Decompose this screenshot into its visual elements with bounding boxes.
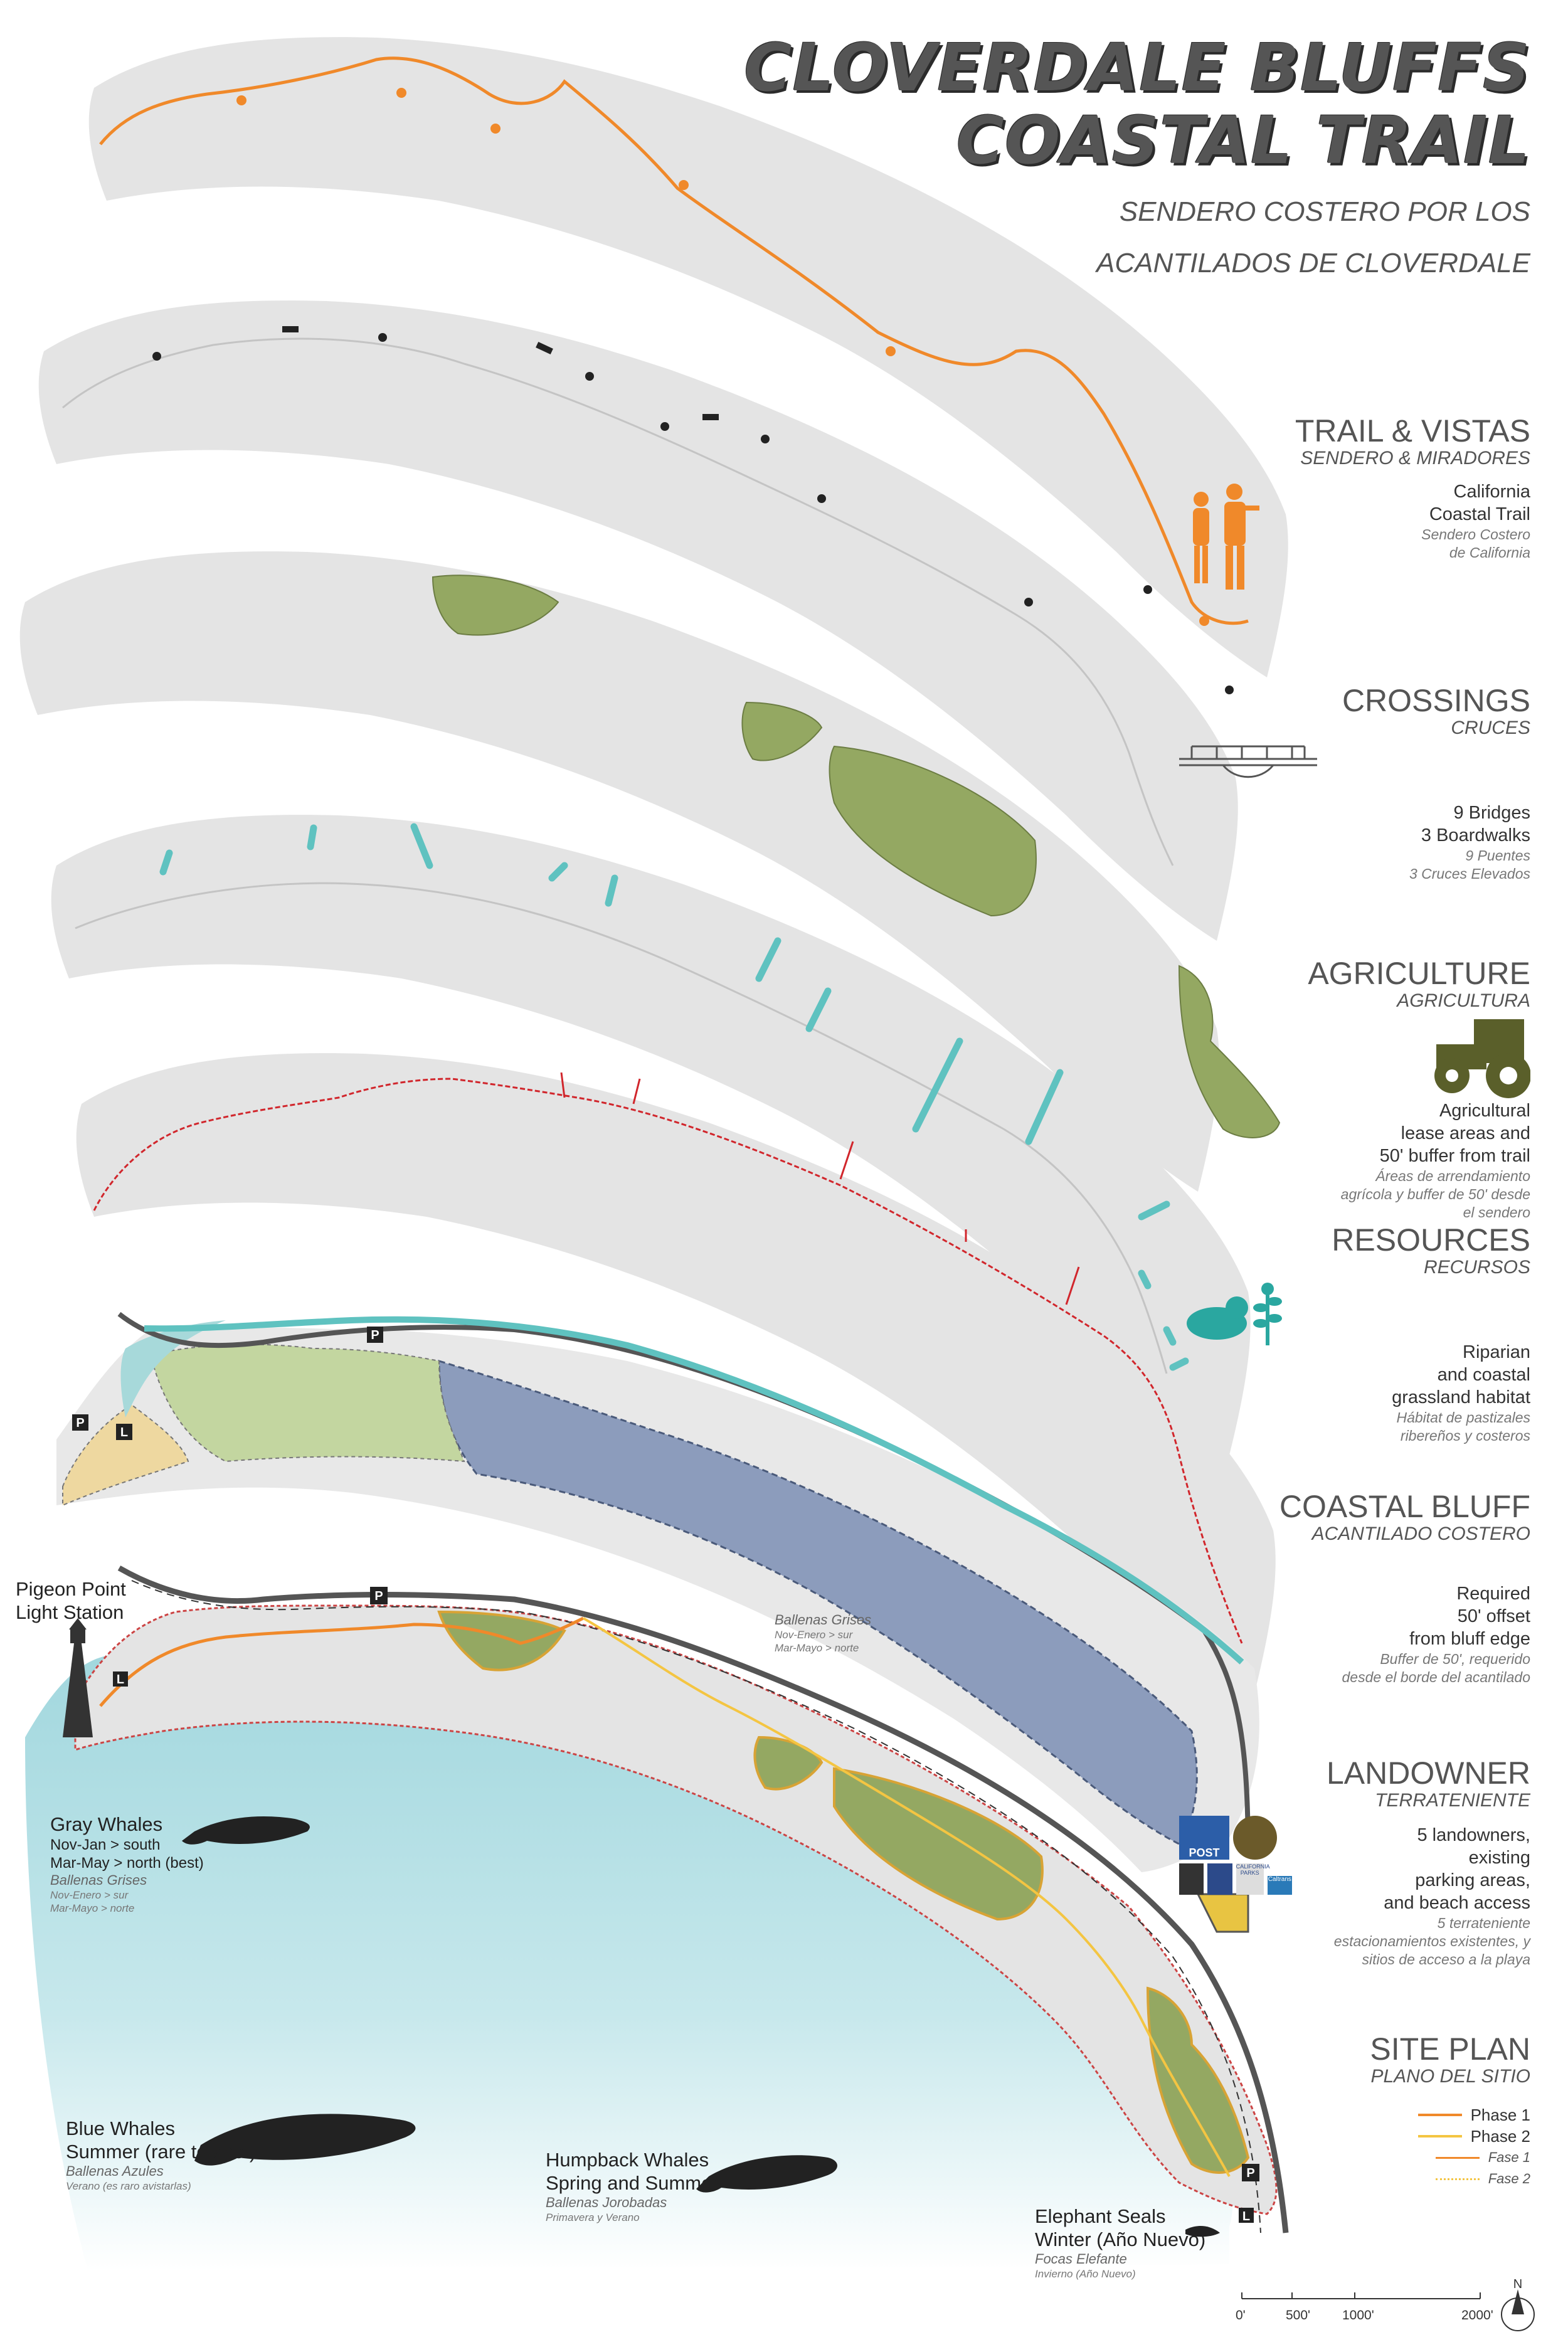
panel-trail xyxy=(88,37,1288,678)
humpback-whales-label: Humpback Whales Spring and Summer Ballen… xyxy=(546,2149,719,2223)
phase1-swatch xyxy=(1417,2114,1462,2116)
legend-site-plan: SITE PLAN PLANO DEL SITIO xyxy=(1370,2032,1530,2087)
legend-crossings: CROSSINGS CRUCES 9 Bridges 3 Boardwalks … xyxy=(1179,684,1530,883)
scale-bar xyxy=(1241,2292,1481,2299)
svg-text:L: L xyxy=(117,1673,124,1687)
elephant-seals-label: Elephant Seals Winter (Año Nuevo) Focas … xyxy=(1035,2205,1206,2280)
tractor-icon xyxy=(1434,1019,1530,1098)
ocean-area xyxy=(25,1631,1233,2270)
gray-whale-icon xyxy=(182,1816,310,1845)
landowner-parking: P P L xyxy=(72,1327,383,1440)
subtitle-line1: SENDERO COSTERO POR LOS xyxy=(1119,196,1530,227)
site-ag-areas xyxy=(437,1610,1250,2174)
title-block: CLOVERDALE BLUFFS COASTAL TRAIL SENDERO … xyxy=(744,31,1530,280)
vista-icons xyxy=(236,88,1209,626)
svg-text:L: L xyxy=(120,1426,128,1439)
phase2-swatch xyxy=(1417,2135,1462,2137)
svg-text:P: P xyxy=(76,1416,84,1430)
panel-resources xyxy=(51,815,1251,1455)
ag-lease-areas xyxy=(432,575,1281,1138)
svg-text:N: N xyxy=(1513,2277,1522,2291)
svg-text:P: P xyxy=(371,1328,379,1342)
parks-logo xyxy=(1179,1863,1204,1895)
svg-text:P: P xyxy=(374,1589,383,1603)
ca-badge-icon xyxy=(1207,1863,1232,1895)
post-logo: POST xyxy=(1179,1816,1229,1860)
panel-landowner: P P L xyxy=(56,1311,1259,1933)
panel-bluff xyxy=(76,1053,1276,1693)
north-arrow-icon: N xyxy=(1501,2277,1535,2331)
phase1-trail xyxy=(99,1616,585,1707)
caltrans-logo: Caltrans xyxy=(1267,1876,1292,1895)
bluff-drainages xyxy=(560,1072,1080,1305)
legend-resources: RESOURCES RECURSOS Riparian and coastal … xyxy=(1179,1223,1530,1445)
site-parking xyxy=(113,1587,1259,2223)
gray-whales-label: Gray Whales Nov-Jan > south Mar-May > no… xyxy=(50,1813,204,1914)
title-line2: COASTAL TRAIL xyxy=(956,102,1530,179)
site-plan-key: Phase 1 Phase 2 Fase 1 Fase 2 xyxy=(1417,2104,1530,2190)
teal-crossings xyxy=(159,823,1189,1371)
svg-text:P: P xyxy=(1246,2166,1254,2180)
legend-trail: TRAIL & VISTAS SENDERO & MIRADORES Calif… xyxy=(1179,414,1530,593)
humpback-whale-icon xyxy=(696,2155,837,2193)
boardwalk-markers xyxy=(282,326,719,420)
elephant-seal-icon xyxy=(1185,2225,1220,2237)
subtitle-line2: ACANTILADOS DE CLOVERDALE xyxy=(1096,248,1530,278)
panel-crossings xyxy=(38,300,1238,941)
fase2-swatch xyxy=(1435,2178,1480,2180)
pigeon-point-label: Pigeon Point Light Station xyxy=(16,1578,126,1623)
bluff-edge-line xyxy=(93,1078,1243,1644)
phase2-trail xyxy=(583,1617,1231,2177)
blue-whales-label: Blue Whales Summer (rare to spot) Ballen… xyxy=(66,2117,257,2192)
county-seal-icon xyxy=(1233,1816,1277,1860)
fase1-swatch xyxy=(1435,2156,1480,2159)
panel-site-plan: P P L L N xyxy=(25,1565,1535,2331)
site-land xyxy=(74,1604,1278,2215)
legend-bluff: COASTAL BLUFF ACANTILADO COSTERO Require… xyxy=(1279,1489,1530,1685)
lighthouse-icon xyxy=(63,1618,93,1737)
frog-and-plant-icon xyxy=(1187,1283,1282,1345)
agency-parcel xyxy=(438,1359,1198,1845)
gray-whales-ghost-label: Ballenas Grises Nov-Enero > sur Mar-Mayo… xyxy=(775,1612,872,1654)
site-highway xyxy=(117,1565,1289,2233)
coastal-trail-line xyxy=(99,56,1249,625)
legend-agriculture: AGRICULTURE AGRICULTURA Agricultural lea… xyxy=(1308,956,1530,1221)
svg-text:L: L xyxy=(1242,2210,1250,2223)
bridge-icon xyxy=(1179,745,1317,778)
blue-whale-icon xyxy=(194,2114,416,2166)
panel-agriculture xyxy=(19,551,1281,1192)
hikers-icon xyxy=(1193,484,1259,590)
bridge-markers xyxy=(152,333,1234,694)
title-line1: CLOVERDALE BLUFFS xyxy=(744,29,1530,106)
